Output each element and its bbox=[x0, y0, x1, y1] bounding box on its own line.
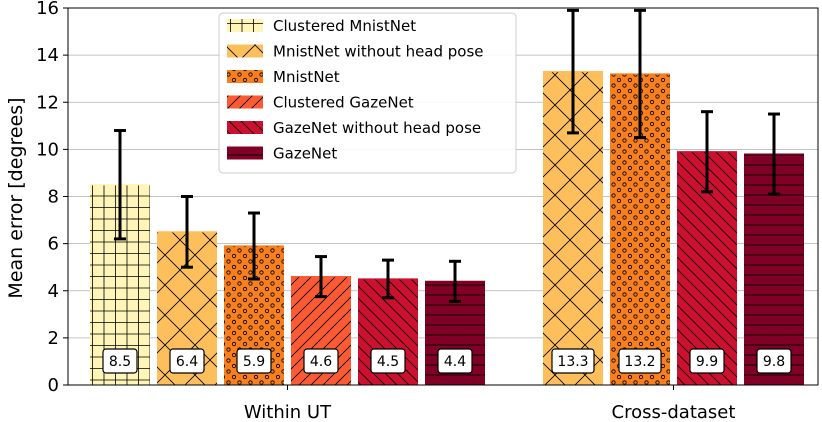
legend-swatch-hatch bbox=[227, 44, 263, 58]
legend-swatch-hatch bbox=[227, 146, 263, 160]
value-label: 6.4 bbox=[176, 354, 198, 370]
error-bars bbox=[114, 8, 780, 303]
value-label-box bbox=[618, 348, 662, 374]
y-tick-label: 6 bbox=[48, 234, 59, 255]
value-label: 9.8 bbox=[763, 354, 785, 370]
legend-label: GazeNet without head pose bbox=[273, 119, 481, 137]
value-label: 4.6 bbox=[310, 354, 332, 370]
y-tick-label: 10 bbox=[36, 139, 59, 160]
value-label: 4.5 bbox=[377, 354, 399, 370]
value-label: 4.4 bbox=[444, 354, 466, 370]
y-tick-label: 0 bbox=[48, 375, 59, 396]
y-tick-label: 12 bbox=[36, 92, 59, 113]
legend-label: MnistNet without head pose bbox=[273, 43, 484, 61]
legend-frame bbox=[218, 12, 517, 174]
y-axis-title: Mean error [degrees] bbox=[5, 97, 27, 298]
value-label: 13.2 bbox=[624, 354, 655, 370]
legend-swatch-hatch bbox=[227, 19, 263, 32]
legend-swatch-hatch bbox=[227, 70, 263, 83]
value-label: 8.5 bbox=[109, 354, 131, 370]
legend-swatch-hatch bbox=[227, 121, 263, 134]
y-tick-label: 8 bbox=[48, 187, 59, 208]
value-label-box bbox=[551, 348, 595, 374]
value-label-box bbox=[102, 348, 138, 374]
value-label: 5.9 bbox=[243, 354, 265, 370]
y-tick-label: 16 bbox=[36, 0, 59, 19]
legend-label: GazeNet bbox=[273, 145, 337, 163]
value-labels: 8.5 6.4 5.9 4.6 4.5 4.4 13.3 13.2 9.9 9.8 bbox=[102, 348, 792, 374]
value-label: 9.9 bbox=[696, 354, 718, 370]
value-label-box bbox=[756, 348, 792, 374]
y-axis-ticks: 0 2 4 6 8 10 12 14 16 bbox=[36, 0, 68, 396]
legend-swatch-hatch bbox=[227, 95, 263, 109]
value-label-box bbox=[303, 348, 339, 374]
value-label-box bbox=[370, 348, 406, 374]
legend-label: MnistNet bbox=[273, 68, 340, 86]
value-label-box bbox=[236, 348, 272, 374]
y-tick-label: 14 bbox=[36, 45, 59, 66]
value-label: 13.3 bbox=[557, 354, 588, 370]
legend-label: Clustered MnistNet bbox=[273, 17, 416, 35]
y-tick-label: 4 bbox=[48, 281, 59, 302]
x-axis-ticks: Within UT Cross-dataset bbox=[244, 385, 736, 422]
x-tick-label: Cross-dataset bbox=[612, 402, 736, 422]
y-tick-label: 2 bbox=[48, 328, 59, 349]
value-label-box bbox=[169, 348, 205, 374]
value-label-box bbox=[437, 348, 473, 374]
x-tick-label: Within UT bbox=[244, 402, 332, 422]
legend-label: Clustered GazeNet bbox=[273, 94, 414, 112]
value-label-box bbox=[689, 348, 725, 374]
